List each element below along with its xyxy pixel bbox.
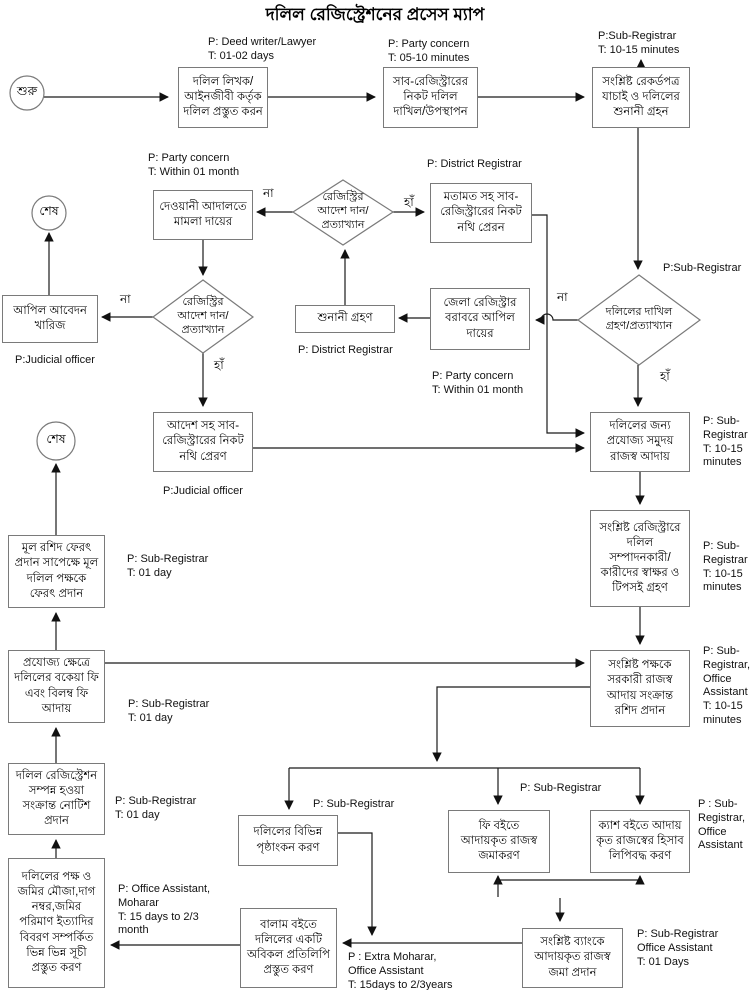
node-submit-deed: সাব-রেজিস্ট্রারের নিকট দলিল দাখিল/উপস্থা… — [383, 67, 478, 128]
decision-registry-order-left-shape — [151, 279, 255, 354]
edge-label-no-right: না — [557, 290, 568, 304]
node-appeal-dismissed: আপিল আবেদন খারিজ — [2, 295, 98, 343]
node-arrear-fee: প্রযোজ্য ক্ষেত্রে দলিলের বকেয়া ফি এবং ব… — [8, 650, 105, 723]
node-notice: দলিল রেজিস্ট্রেশন সম্পন্ন হওয়া সংক্রান্… — [8, 763, 105, 835]
annotation-receipt: P: Sub- Registrar, Office Assistant T: 1… — [703, 645, 750, 726]
start-terminator-shape — [9, 75, 45, 111]
edge-label-yes-right: হাঁ — [660, 369, 670, 383]
node-signatures: সংশ্লিষ্ট রেজিস্ট্রারে দলিল সম্পাদনকারী/… — [590, 510, 690, 607]
node-bank-deposit: সংশ্লিষ্ট ব্যাংকে আদায়কৃত রাজস্ব জমা প্… — [522, 928, 623, 988]
node-receipt: সংশ্লিষ্ট পক্ষকে সরকারী রাজস্ব আদায় সংক… — [590, 650, 690, 727]
node-district-appeal: জেলা রেজিস্ট্রার বরাবরে আপিল দায়ের — [430, 288, 530, 350]
node-return-deed: মূল রশিদ ফেরৎ প্রদান সাপেক্ষে মূল দলিল প… — [8, 535, 105, 608]
annotation-cash-book: P : Sub- Registrar, Office Assistant — [698, 798, 746, 852]
decision-registry-order-mid-label: রেজিস্ট্রির আদেশ দান/ প্রত্যাখ্যান — [317, 191, 369, 231]
node-indexes: দলিলের পক্ষ ও জমির মৌজা,দাগ নম্বর,জমির প… — [8, 858, 105, 988]
annotation-hearing: P: District Registrar — [298, 344, 393, 356]
annotation-submit-deed: P: Party concern T: 05-10 minutes — [388, 38, 470, 64]
node-order-to-sr: আদেশ সহ সাব- রেজিস্ট্রারের নিকট নথি প্রে… — [153, 412, 253, 472]
annotation-arrear-fee: P: Sub-Registrar T: 01 day — [128, 698, 210, 724]
annotation-prepare-deed: P: Deed writer/Lawyer T: 01-02 days — [208, 36, 317, 62]
end-terminator-top-label: শেষ — [39, 204, 59, 218]
edge-label-no-mid: না — [263, 186, 274, 200]
decision-registry-order-mid-shape — [291, 179, 395, 246]
node-cash-book: ক্যাশ বইতে আদায় কৃত রাজস্বের হিসাব লিপি… — [590, 810, 690, 873]
annotation-order-to-sr: P:Judicial officer — [163, 485, 243, 497]
node-hearing: শুনানী গ্রহণ — [295, 305, 395, 333]
annotation-return-deed: P: Sub-Registrar T: 01 day — [127, 553, 209, 579]
annotation-endorsement: P: Sub-Registrar — [313, 798, 395, 810]
annotation-submission-accept: P:Sub-Registrar — [663, 262, 742, 274]
node-endorsement: দলিলের বিভিন্ন পৃষ্ঠাংকন করণ — [238, 815, 338, 866]
annotation-signatures: P: Sub- Registrar T: 10-15 minutes — [703, 540, 748, 594]
annotation-district-appeal: P: Party concern T: Within 01 month — [432, 370, 524, 396]
annotation-indexes: P: Office Assistant, Moharar T: 15 days … — [118, 883, 211, 937]
annotation-collect-revenue: P: Sub- Registrar T: 10-15 minutes — [703, 415, 748, 469]
annotation-balam-copy: P : Extra Moharar, Office Assistant T: 1… — [348, 951, 453, 990]
node-civil-suit: দেওয়ানী আদালতে মামলা দায়ের — [153, 190, 253, 240]
node-fee-book: ফি বইতে আদায়কৃত রাজস্ব জমাকরণ — [448, 810, 550, 873]
edge-label-yes-left: হাঁ — [214, 358, 224, 372]
annotation-verify-records: P:Sub-Registrar T: 10-15 minutes — [598, 30, 680, 56]
annotation-appeal-dismissed: P:Judicial officer — [15, 354, 95, 366]
annotation-notice: P: Sub-Registrar T: 01 day — [115, 795, 197, 821]
node-collect-revenue: দলিলের জন্য প্রযোজ্য সমুদয় রাজস্ব আদায় — [590, 412, 690, 472]
node-prepare-deed: দলিল লিখক/ আইনজীবী কর্তৃক দলিল প্রস্তুত … — [178, 67, 268, 128]
edge-label-no-left: না — [120, 292, 131, 306]
decision-registry-order-left-label: রেজিস্ট্রির আদেশ দান/ প্রত্যাখ্যান — [177, 296, 229, 336]
annotation-bank-deposit: P: Sub-Registrar Office Assistant T: 01 … — [637, 928, 719, 968]
node-verify-records: সংশ্লিষ্ট রেকর্ডপত্র যাচাই ও দলিলের শুনা… — [592, 67, 690, 128]
end-terminator-mid-label: শেষ — [46, 432, 66, 446]
annotation-opinion-to-sr: P: District Registrar — [427, 158, 522, 170]
decision-submission-accept-shape — [576, 274, 702, 366]
end-terminator-mid-shape — [36, 421, 76, 461]
page-title: দলিল রেজিস্ট্রেশনের প্রসেস ম্যাপ — [265, 5, 485, 24]
decision-submission-accept-label: দলিলের দাখিল গ্রহণ/প্রত্যাখ্যান — [605, 306, 673, 332]
annotation-fee-book: P: Sub-Registrar — [520, 782, 602, 794]
annotation-civil-suit: P: Party concern T: Within 01 month — [148, 152, 240, 178]
end-terminator-top-shape — [31, 195, 67, 231]
node-opinion-to-sr: মতামত সহ সাব- রেজিস্ট্রারের নিকট নথি প্র… — [430, 183, 532, 243]
start-terminator-label: শুরু — [16, 84, 38, 98]
edge-label-yes-mid: হাঁ — [404, 195, 414, 209]
node-balam-copy: বালাম বইতে দলিলের একটি অবিকল প্রতিলিপি প… — [240, 908, 337, 988]
